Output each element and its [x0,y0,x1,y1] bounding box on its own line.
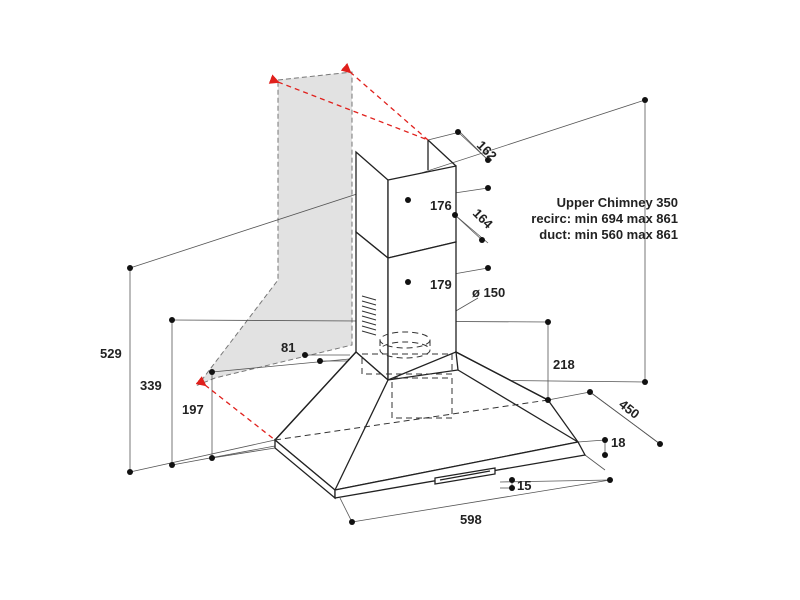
dimension-lines [129,100,661,523]
dim-label-339: 339 [140,378,162,393]
dim-label-218: 218 [553,357,575,372]
note-upper-chimney: Upper Chimney 350 [557,195,678,210]
dim-label-81: 81 [281,340,295,355]
hood-canopy [274,350,587,500]
dim-label-197: 197 [182,402,204,417]
dim-label-450: 450 [616,397,642,422]
dim-label-15: 15 [517,478,531,493]
dim-label-18: 18 [611,435,625,450]
dim-label-179: 179 [430,277,452,292]
vent-grille [361,295,377,336]
dim-label-164: 164 [470,206,496,232]
wall-clearance-arrows [195,62,429,441]
hidden-parts [361,331,453,419]
dim-label-598: 598 [460,512,482,527]
control-panel [434,467,496,485]
dim-label-529: 529 [100,346,122,361]
dimension-dots [127,97,663,525]
dim-label-162: 162 [474,138,500,164]
dim-label-176: 176 [430,198,452,213]
note-duct: duct: min 560 max 861 [539,227,678,242]
note-recirc: recirc: min 694 max 861 [531,211,678,226]
lower-chimney [355,230,457,382]
wall-silhouette [196,71,353,387]
dim-label-duct-diameter: ø 150 [472,285,505,300]
